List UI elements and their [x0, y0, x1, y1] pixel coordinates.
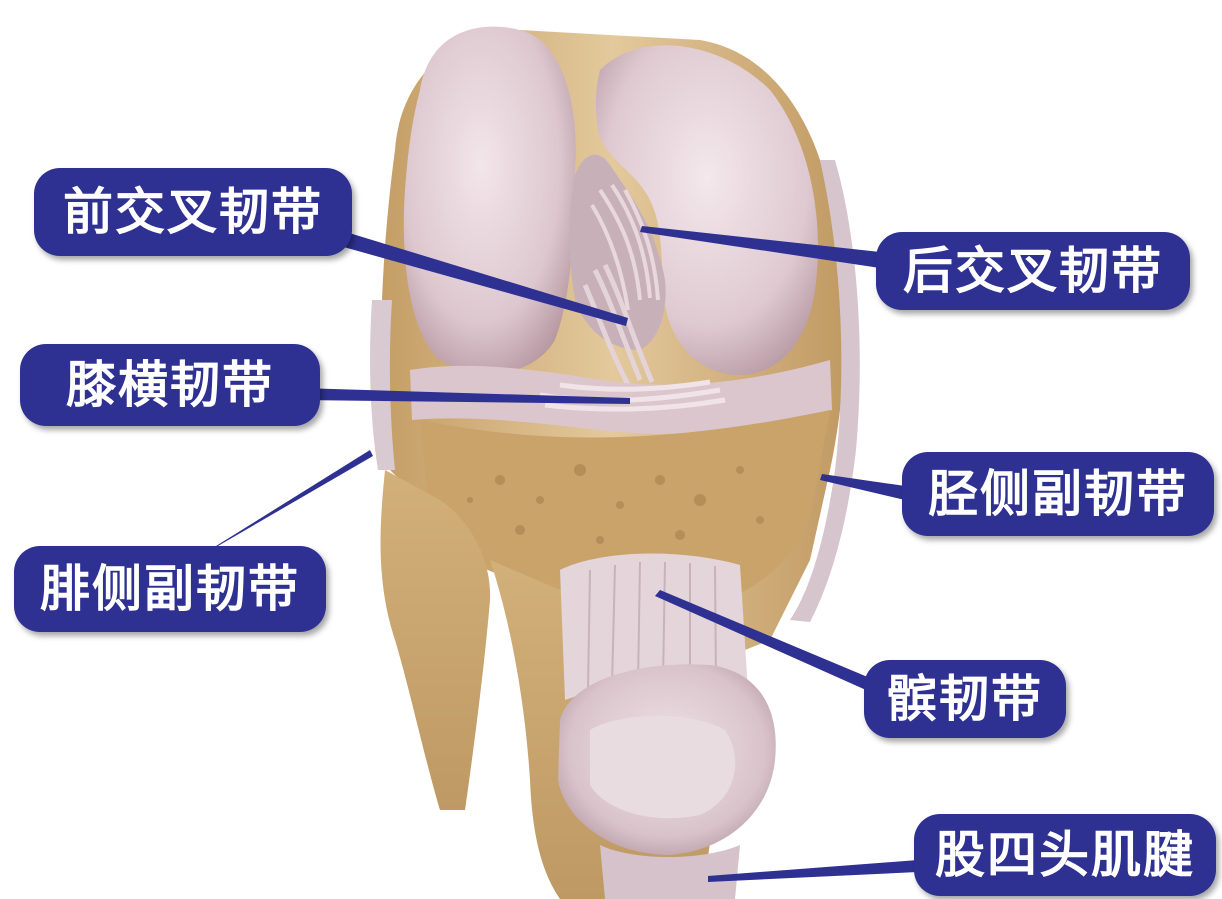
label-quadriceps-tendon: 股四头肌腱 — [914, 814, 1216, 896]
label-tibial-collateral-ligament: 胫侧副韧带 — [902, 452, 1214, 536]
label-posterior-cruciate-ligament: 后交叉韧带 — [876, 232, 1190, 310]
patella-articular-surface — [590, 716, 735, 818]
left-femoral-condyle — [404, 27, 576, 374]
label-transverse-ligament: 膝横韧带 — [20, 344, 320, 426]
label-patellar-ligament: 髌韧带 — [864, 660, 1066, 738]
label-anterior-cruciate-ligament: 前交叉韧带 — [34, 168, 352, 256]
label-fibular-collateral-ligament: 腓侧副韧带 — [14, 546, 326, 632]
leader-quadriceps — [708, 860, 918, 882]
